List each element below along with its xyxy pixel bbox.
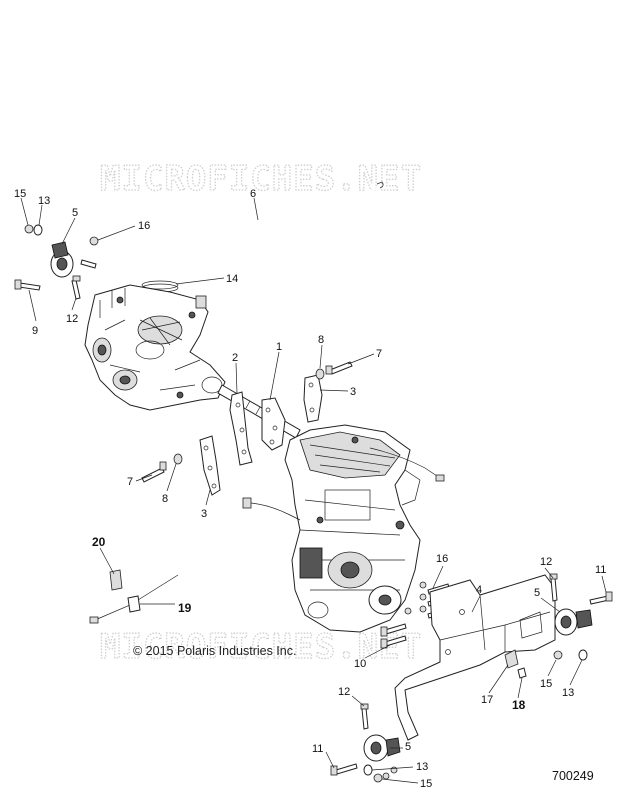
nut-8-lower bbox=[173, 453, 183, 465]
callout-17: 17 bbox=[481, 694, 493, 706]
callout-3-upper: 3 bbox=[350, 386, 356, 398]
callout-12-bottom: 12 bbox=[338, 686, 350, 698]
callout-15-upper-left: 15 bbox=[14, 188, 26, 200]
callout-12-right: 12 bbox=[540, 556, 552, 568]
bolt-12-upper-left bbox=[71, 275, 81, 300]
bolts-10-group bbox=[380, 607, 412, 649]
callout-5-right: 5 bbox=[534, 587, 540, 599]
callout-6: 6 bbox=[250, 188, 256, 200]
callout-4: 4 bbox=[476, 584, 482, 596]
callout-8-lower: 8 bbox=[162, 493, 168, 505]
nut-15-right bbox=[553, 650, 563, 660]
callout-11-bottom: 11 bbox=[312, 743, 323, 755]
mount-5-bottom bbox=[363, 734, 401, 762]
bolt-18 bbox=[517, 667, 527, 679]
copyright-notice: © 2015 Polaris Industries Inc. bbox=[133, 644, 296, 658]
bolt-11-bottom bbox=[330, 763, 358, 776]
frame-bracket-4 bbox=[394, 574, 556, 741]
callout-15-right: 15 bbox=[540, 678, 552, 690]
engine-cable bbox=[369, 447, 445, 482]
figure-number: 700249 bbox=[552, 769, 594, 783]
sensor bbox=[242, 497, 301, 521]
callout-5-bottom: 5 bbox=[405, 741, 411, 753]
bolt-9 bbox=[14, 279, 41, 291]
transmission bbox=[84, 284, 226, 411]
callout-14: 14 bbox=[226, 273, 238, 285]
bolt-7-upper bbox=[325, 361, 353, 375]
callout-5-upper-left: 5 bbox=[72, 207, 78, 219]
harness-19 bbox=[89, 574, 179, 624]
callout-13-bottom: 13 bbox=[416, 761, 428, 773]
nut-15-bottom bbox=[373, 773, 383, 783]
washer-13-upper-left bbox=[33, 224, 43, 236]
callout-20: 20 bbox=[92, 535, 106, 549]
callout-11-right: 11 bbox=[595, 564, 606, 576]
engine bbox=[284, 424, 421, 633]
watermark-top: MICROFICHES.NET bbox=[100, 159, 422, 199]
mount-5-right bbox=[554, 608, 593, 636]
bracket-1 bbox=[261, 397, 286, 451]
washer-13-bottom bbox=[363, 764, 373, 776]
clip-17 bbox=[504, 649, 519, 669]
callout-3-lower: 3 bbox=[201, 508, 207, 520]
callout-13-right: 13 bbox=[562, 687, 574, 699]
bolt-upper-left-extra bbox=[80, 259, 97, 269]
callout-1: 1 bbox=[276, 341, 282, 353]
callout-12-upper-left: 12 bbox=[66, 313, 78, 325]
callout-16-lower: 16 bbox=[436, 553, 448, 565]
callout-9: 9 bbox=[32, 325, 38, 337]
bolt-12-right bbox=[549, 573, 558, 602]
callout-10: 10 bbox=[354, 658, 366, 670]
callout-2: 2 bbox=[232, 352, 238, 364]
callout-7-upper: 7 bbox=[376, 348, 382, 360]
nut-8-upper bbox=[315, 368, 325, 380]
bolt-7-lower bbox=[141, 461, 167, 483]
callout-19: 19 bbox=[178, 601, 192, 615]
leader-lines bbox=[20, 197, 607, 784]
callout-7-lower: 7 bbox=[127, 476, 133, 488]
callout-13-upper-left: 13 bbox=[38, 195, 50, 207]
callout-15-bottom: 15 bbox=[420, 778, 432, 790]
clip-20 bbox=[109, 569, 123, 591]
bolt-12-bottom bbox=[360, 703, 369, 730]
callout-16-upper-left: 16 bbox=[138, 220, 150, 232]
watermark-bottom: MICROFICHES.NET bbox=[100, 627, 422, 667]
callout-18: 18 bbox=[512, 698, 526, 712]
nut-16-upper-left bbox=[89, 236, 99, 246]
washer-13-right bbox=[578, 649, 588, 661]
vent-hose bbox=[142, 181, 384, 282]
callouts: 15 13 5 16 6 14 9 12 2 1 8 7 3 7 8 3 20 … bbox=[14, 188, 606, 790]
bolt-11-right bbox=[589, 591, 613, 605]
bracket-3-lower bbox=[199, 435, 221, 496]
bracket-3-upper bbox=[303, 374, 323, 423]
bracket-2 bbox=[229, 391, 253, 466]
callout-8-upper: 8 bbox=[318, 334, 324, 346]
mount-5-upper-left bbox=[50, 241, 74, 278]
nut-15-upper-left bbox=[24, 224, 34, 234]
